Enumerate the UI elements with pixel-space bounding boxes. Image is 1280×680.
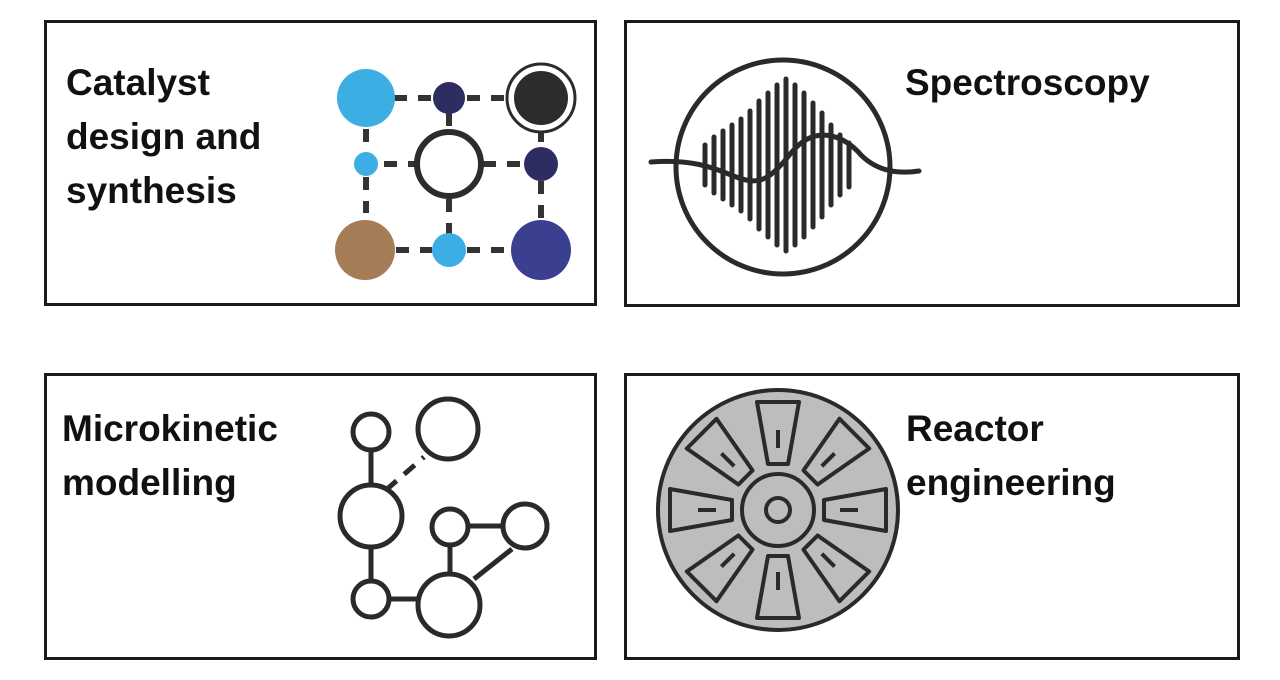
panel-title: Microkinetic modelling <box>62 408 278 503</box>
reactor-blade <box>684 533 755 604</box>
light-blue-node <box>337 69 395 127</box>
reactor-blade <box>801 533 872 604</box>
navy-node <box>433 82 465 114</box>
reactor-slot <box>820 451 837 468</box>
reactor-slot <box>719 451 736 468</box>
royal-blue-node <box>511 220 571 280</box>
panel-title: Spectroscopy <box>905 62 1150 103</box>
reactor-blade <box>755 554 801 620</box>
reactor-blade <box>684 416 755 487</box>
panel-title: Catalyst design and synthesis <box>66 62 262 211</box>
reactor-blade <box>822 487 888 533</box>
microkinetic-modelling-panel: Microkinetic modelling <box>44 373 597 660</box>
hollow-center-node <box>414 129 484 199</box>
panel-title: Reactor engineering <box>906 408 1116 503</box>
reactor-slot <box>719 552 736 569</box>
reactor-slot <box>820 552 837 569</box>
light-blue-node <box>432 233 466 267</box>
reactor-blade <box>755 400 801 466</box>
reactor-blade <box>801 416 872 487</box>
brown-node <box>335 220 395 280</box>
reactor-engineering-panel: Reactor engineering <box>624 373 1240 660</box>
navy-node <box>524 147 558 181</box>
catalyst-design-panel: Catalyst design and synthesis <box>44 20 597 306</box>
catalyst-lattice-icon <box>335 62 577 280</box>
spectroscopy-panel: Spectroscopy <box>624 20 1240 307</box>
reactor-cross-section-icon <box>656 388 900 632</box>
small-light-blue-node <box>354 152 378 176</box>
reactor-blade <box>668 487 734 533</box>
reaction-network-icon <box>337 396 550 639</box>
spectrum-wave-icon <box>648 57 922 277</box>
